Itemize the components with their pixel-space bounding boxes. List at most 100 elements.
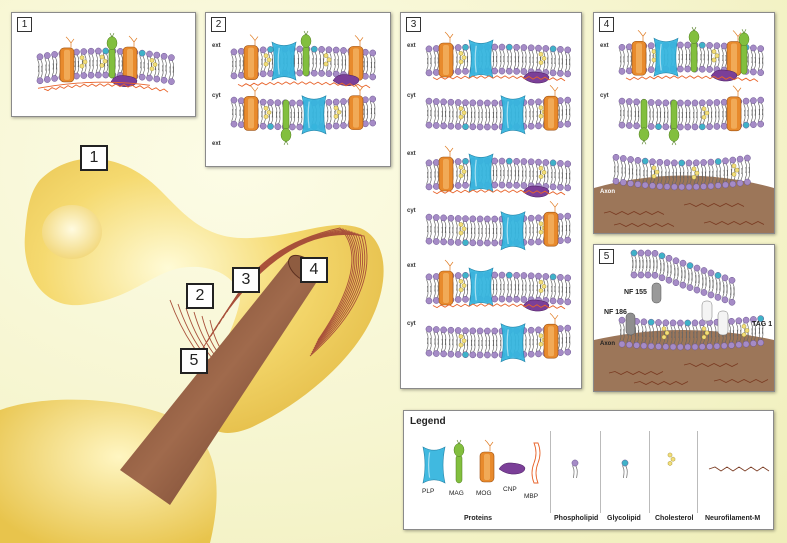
- phospholipid-head: [325, 46, 333, 54]
- phospholipid-head: [454, 44, 462, 51]
- legend-divider: [600, 431, 601, 513]
- neurofilament-icon: [708, 466, 770, 472]
- phospholipid-head: [498, 43, 506, 51]
- phospholipid-head: [720, 98, 728, 106]
- cholesterol-ring: [541, 55, 547, 61]
- phospholipid-head: [713, 42, 721, 50]
- cholesterol-ring: [691, 174, 697, 180]
- phospholipid-head: [742, 97, 750, 105]
- phospholipid-head: [698, 99, 706, 107]
- lipid-bilayer: [425, 84, 572, 135]
- phospholipid-head: [505, 295, 513, 303]
- phospholipid-head: [296, 69, 304, 77]
- phospholipid-head: [369, 95, 377, 103]
- tag1-protein: [717, 310, 729, 336]
- cholesterol-ring: [704, 110, 710, 116]
- cholesterol-ring: [266, 57, 272, 63]
- cholesterol-ring: [79, 63, 85, 69]
- phospholipid-head: [432, 326, 440, 333]
- phospholipid-head: [625, 43, 633, 51]
- cholesterol-ring: [266, 109, 272, 116]
- cholesterol-ring: [541, 169, 547, 175]
- side-label-cyt: cyt: [600, 93, 609, 99]
- cholesterol-ring: [458, 287, 464, 293]
- cholesterol-ring: [701, 114, 707, 120]
- cholesterol-ring: [651, 165, 657, 171]
- phospholipid-head: [138, 73, 146, 81]
- phospholipid-head: [310, 45, 318, 53]
- phospholipid-head: [505, 43, 513, 51]
- phospholipid-head: [425, 273, 433, 281]
- phospholipid-head: [633, 98, 640, 106]
- legend-group-neurofilament: Neurofilament-M: [705, 515, 761, 522]
- phospholipid-head: [484, 215, 491, 223]
- phospholipid-head: [491, 157, 499, 165]
- neurofilament: [683, 363, 739, 367]
- cholesterol-ring: [704, 330, 710, 336]
- phospholipid-head: [750, 121, 757, 128]
- phospholipid-head: [564, 96, 572, 104]
- phospholipid-head: [564, 274, 572, 282]
- phospholipid-head: [491, 43, 499, 51]
- phospholipid-head: [549, 69, 557, 77]
- plp-protein: [653, 37, 679, 77]
- phospholipid-head: [692, 183, 700, 191]
- phospholipid-head: [425, 159, 433, 167]
- cholesterol-ring: [458, 230, 464, 236]
- mbp-icon: [531, 442, 541, 484]
- phospholipid-head: [750, 316, 757, 323]
- phospholipid-head: [296, 45, 304, 53]
- glycan: [128, 35, 138, 48]
- phospholipid-head: [454, 158, 462, 165]
- phospholipid-head: [520, 68, 528, 75]
- mag-antenna: [641, 140, 647, 145]
- mog-highlight: [636, 43, 642, 74]
- phospholipid-head: [736, 179, 744, 187]
- phospholipid-head: [729, 156, 737, 164]
- phospholipid-head: [678, 159, 686, 167]
- phospholipid-head: [707, 291, 715, 299]
- phospholipid-head: [677, 123, 684, 131]
- phospholipid-head: [619, 179, 627, 186]
- phospholipid-head: [332, 122, 340, 130]
- phospholipid-head: [484, 99, 491, 107]
- mbp-protein: [432, 189, 566, 196]
- phospholipid-head: [662, 99, 670, 107]
- cholesterol-ring: [323, 53, 329, 59]
- legend-divider: [550, 431, 551, 513]
- phospholipid-head: [447, 326, 455, 334]
- phospholipid-head: [447, 98, 455, 106]
- phospholipid-head: [425, 45, 433, 53]
- panel-number: 5: [599, 249, 614, 264]
- phospholipid-head: [259, 70, 267, 78]
- phospholipid-head: [491, 99, 499, 107]
- phospholipid-head: [678, 183, 686, 191]
- big-label-2: 2: [186, 283, 214, 309]
- phospholipid-head: [491, 123, 499, 131]
- glycan: [484, 439, 494, 451]
- phospholipid-head: [259, 46, 267, 54]
- phospholipid-head: [669, 343, 677, 351]
- phospholipid-head: [720, 42, 728, 50]
- phospholipid-head: [633, 122, 640, 130]
- mag-head: [300, 34, 312, 48]
- phospholipid-head: [432, 183, 440, 190]
- phospholipid-head: [698, 41, 706, 49]
- glycan: [444, 145, 454, 157]
- cholesterol-ring: [741, 332, 747, 338]
- cholesterol-ring: [149, 57, 155, 63]
- phospholipid-head: [535, 272, 542, 280]
- phospholipid-head: [618, 340, 626, 348]
- phospholipid-head: [757, 96, 765, 104]
- side-label-cyt: cyt: [407, 321, 416, 327]
- plp-highlight: [474, 45, 477, 73]
- phospholipid-head: [625, 122, 633, 129]
- phospholipid-head: [644, 271, 652, 279]
- mag-antenna: [671, 140, 677, 146]
- phospholipid-head: [691, 99, 699, 107]
- phospholipid-head: [505, 67, 513, 75]
- plp-highlight: [277, 47, 280, 75]
- cnp-protein: [332, 74, 360, 87]
- phospholipid-head: [549, 45, 557, 53]
- phospholipid-head: [564, 70, 572, 78]
